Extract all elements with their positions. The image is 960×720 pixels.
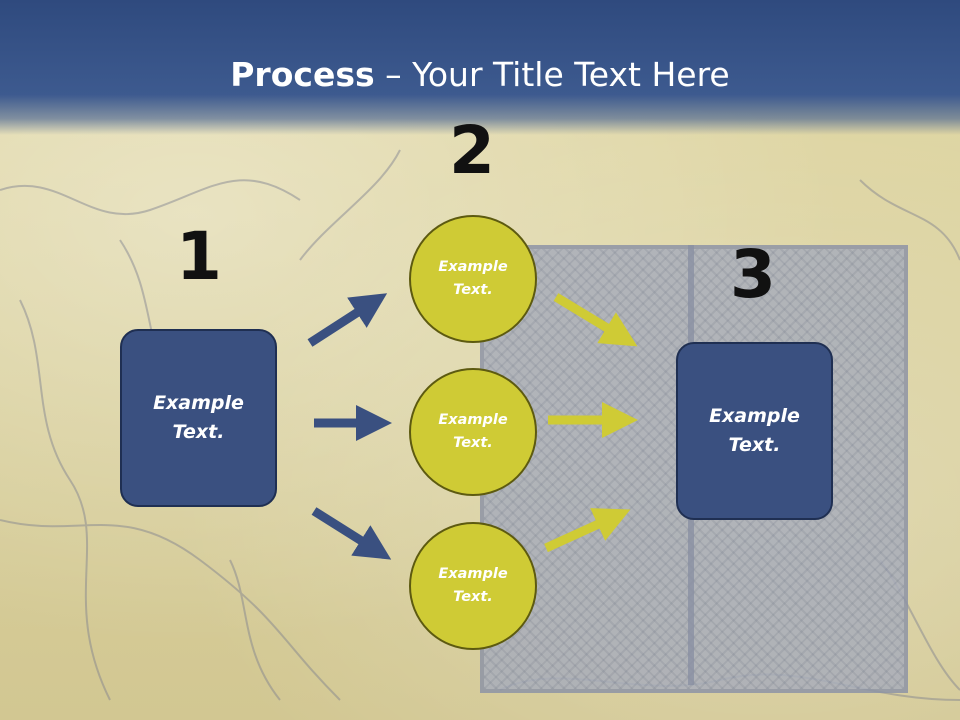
title-rest: – Your Title Text Here	[374, 55, 730, 94]
circle-top-line1: Example	[438, 259, 508, 275]
right-box-line2: Text.	[728, 434, 781, 456]
circle-middle-line1: Example	[438, 412, 508, 428]
circle-bottom-line1: Example	[438, 566, 508, 582]
title-banner	[0, 0, 960, 135]
step-number-1: 1	[176, 218, 222, 295]
circle-middle-line2: Text.	[453, 435, 493, 451]
arrow-blue-up	[307, 293, 388, 347]
step-number-3: 3	[730, 236, 776, 313]
right-box-line1: Example	[709, 405, 800, 427]
arrow-yellow-down	[553, 293, 638, 347]
arrow-blue-down	[311, 507, 392, 560]
circle-bottom-line2: Text.	[453, 589, 493, 605]
circle-top-line2: Text.	[453, 282, 493, 298]
slide-title: Process – Your Title Text Here	[0, 52, 960, 98]
title-bold: Process	[230, 55, 375, 94]
step-number-2: 2	[449, 112, 495, 189]
left-box-line2: Text.	[172, 421, 225, 443]
left-box-line1: Example	[153, 392, 244, 414]
arrow-yellow-up	[544, 508, 631, 553]
